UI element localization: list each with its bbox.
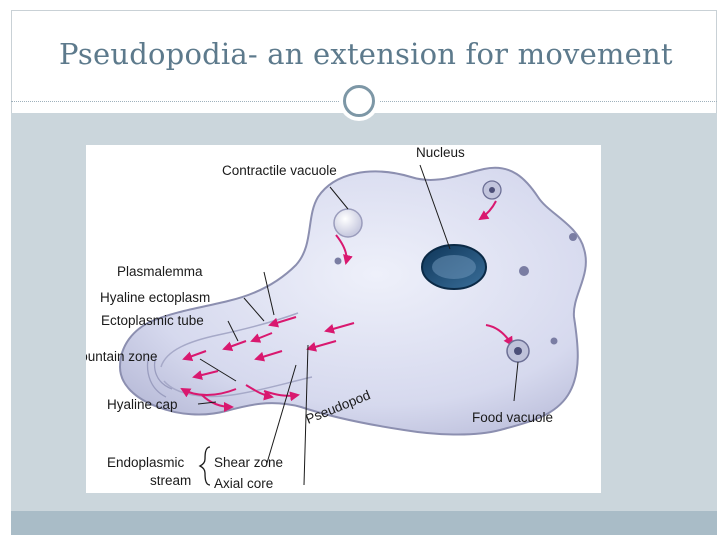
label-contractile-vacuole: Contractile vacuole xyxy=(222,163,337,178)
label-axial-core: Axial core xyxy=(214,476,273,491)
label-ectoplasmic-tube: Ectoplasmic tube xyxy=(101,313,204,328)
divider-ring-icon xyxy=(339,81,379,121)
label-stream: stream xyxy=(150,473,191,488)
fountain-zone-curls xyxy=(146,354,173,398)
label-hyaline-cap: Hyaline cap xyxy=(107,397,178,412)
label-hyaline-ectoplasm: Hyaline ectoplasm xyxy=(100,290,210,305)
label-nucleus: Nucleus xyxy=(416,145,465,160)
endoplasmic-brace xyxy=(198,446,211,486)
footer-bar xyxy=(11,511,717,535)
cell-body xyxy=(118,166,587,436)
amoeba-illustration: Nucleus Contractile vacuole Plasmalemma … xyxy=(86,145,587,491)
slide-title: Pseudopodia- an extension for movement xyxy=(59,37,673,71)
cytoplasm-stream-arrows xyxy=(180,200,514,412)
label-food-vacuole: Food vacuole xyxy=(472,410,553,425)
granule xyxy=(334,257,342,265)
amoeba-diagram: Nucleus Contractile vacuole Plasmalemma … xyxy=(86,145,601,493)
label-endoplasmic: Endoplasmic xyxy=(107,455,185,470)
granule xyxy=(550,337,558,345)
granule xyxy=(569,233,577,241)
label-fountain-zone: Fountain zone xyxy=(86,349,158,364)
leader-lines xyxy=(197,164,519,486)
label-plasmalemma: Plasmalemma xyxy=(117,264,203,279)
granule xyxy=(519,266,529,276)
contractile-vacuole xyxy=(333,208,363,238)
label-shear-zone: Shear zone xyxy=(214,455,283,470)
